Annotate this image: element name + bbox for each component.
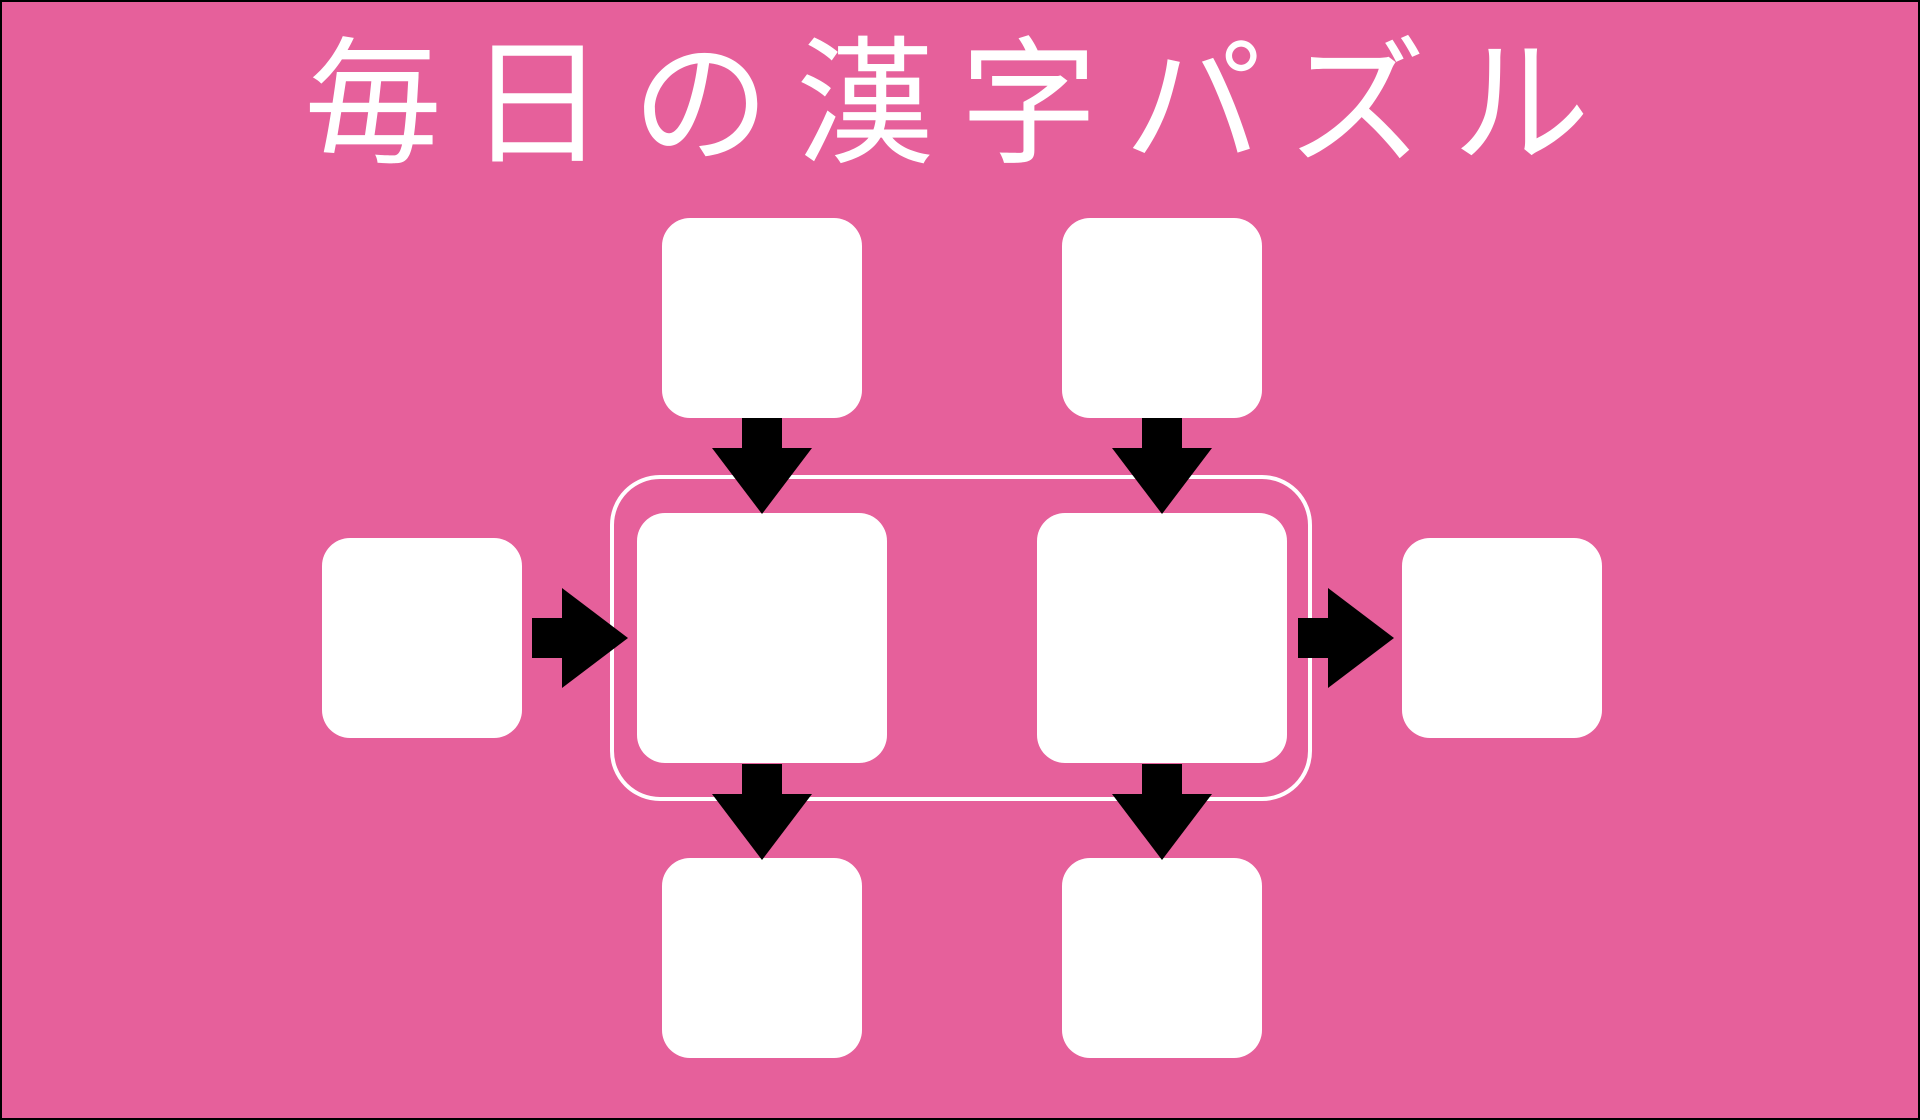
arrow-down-icon bbox=[712, 764, 812, 860]
arrow-right-icon bbox=[532, 588, 628, 688]
arrow-right-icon bbox=[1298, 588, 1394, 688]
clue-tile-left[interactable] bbox=[322, 538, 522, 738]
clue-tile-bottom-left[interactable] bbox=[662, 858, 862, 1058]
clue-tile-top-left[interactable] bbox=[662, 218, 862, 418]
answer-tile-left[interactable] bbox=[637, 513, 887, 763]
page-title: 毎日の漢字パズル bbox=[303, 24, 1616, 185]
arrow-down-icon bbox=[1112, 418, 1212, 514]
clue-tile-right[interactable] bbox=[1402, 538, 1602, 738]
arrow-down-icon bbox=[712, 418, 812, 514]
clue-tile-top-right[interactable] bbox=[1062, 218, 1262, 418]
arrow-down-icon bbox=[1112, 764, 1212, 860]
clue-tile-bottom-right[interactable] bbox=[1062, 858, 1262, 1058]
answer-tile-right[interactable] bbox=[1037, 513, 1287, 763]
